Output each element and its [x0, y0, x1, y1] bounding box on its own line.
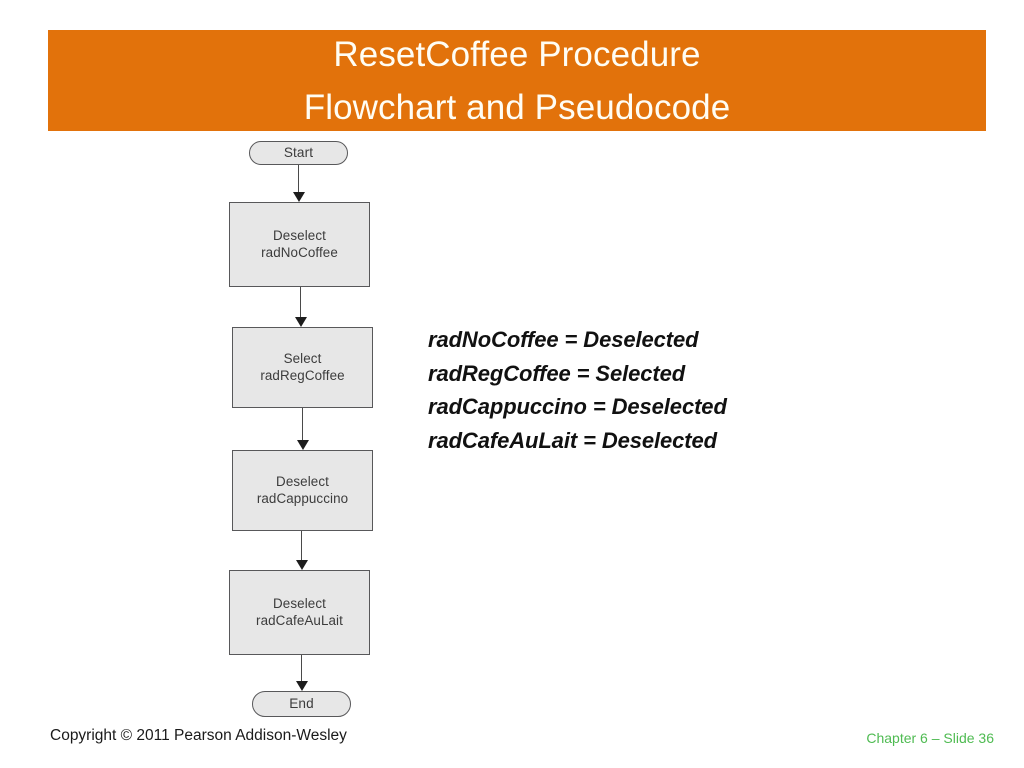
flowchart-node-deselect-nocoffee: Deselect radNoCoffee	[229, 202, 370, 287]
arrow-head-icon	[297, 440, 309, 450]
flowchart-node-deselect-cappuccino-label: Deselect radCappuccino	[256, 474, 349, 506]
arrow-stem	[298, 165, 300, 193]
pseudocode-line-4: radCafeAuLait = Deselected	[428, 427, 718, 453]
arrow-stem	[302, 408, 304, 441]
pseudocode-block: radNoCoffee = Deselected radRegCoffee = …	[428, 323, 848, 457]
footer-copyright: Copyright © 2011 Pearson Addison-Wesley	[50, 727, 347, 744]
footer-slide-info: Chapter 6 – Slide 36	[866, 730, 994, 746]
flowchart-node-deselect-cafeaulait-label: Deselect radCafeAuLait	[256, 596, 343, 628]
pseudocode-line-1: radNoCoffee = Deselected	[428, 327, 699, 352]
flowchart-node-end-label: End	[289, 695, 314, 711]
flowchart-arrow-deselect-cafeaulait-to-end	[295, 655, 309, 692]
title-line-2: Flowchart and Pseudocode	[303, 87, 731, 127]
flowchart-node-select-regcoffee-label: Select radRegCoffee	[260, 351, 345, 383]
flowchart-node-deselect-cafeaulait: Deselect radCafeAuLait	[229, 570, 370, 655]
flowchart-node-end: End	[252, 691, 351, 717]
arrow-head-icon	[295, 317, 307, 327]
flowchart-node-select-regcoffee: Select radRegCoffee	[232, 327, 373, 408]
flowchart-arrow-deselect-nocoffee-to-select-regcoffee	[294, 287, 308, 328]
flowchart-node-deselect-nocoffee-label: Deselect radNoCoffee	[261, 228, 338, 260]
arrow-stem	[301, 531, 303, 561]
pseudocode-line-2: radRegCoffee = Selected	[428, 360, 686, 386]
arrow-stem	[300, 287, 302, 318]
flowchart-node-start-label: Start	[283, 144, 314, 160]
flowchart-arrow-start-to-deselect-nocoffee	[292, 165, 306, 203]
flowchart-node-start: Start	[249, 141, 348, 165]
arrow-head-icon	[296, 681, 308, 691]
title-line-1: ResetCoffee Procedure	[333, 34, 701, 74]
flowchart-node-deselect-cappuccino: Deselect radCappuccino	[232, 450, 373, 531]
arrow-stem	[301, 655, 303, 682]
pseudocode-line-3: radCappuccino = Deselected	[428, 394, 727, 419]
arrow-head-icon	[296, 560, 308, 570]
flowchart-arrow-deselect-cappuccino-to-deselect-cafeaulait	[295, 531, 309, 571]
arrow-head-icon	[293, 192, 305, 202]
title-banner: ResetCoffee Procedure Flowchart and Pseu…	[48, 30, 986, 131]
flowchart-arrow-select-regcoffee-to-deselect-cappuccino	[296, 408, 310, 451]
